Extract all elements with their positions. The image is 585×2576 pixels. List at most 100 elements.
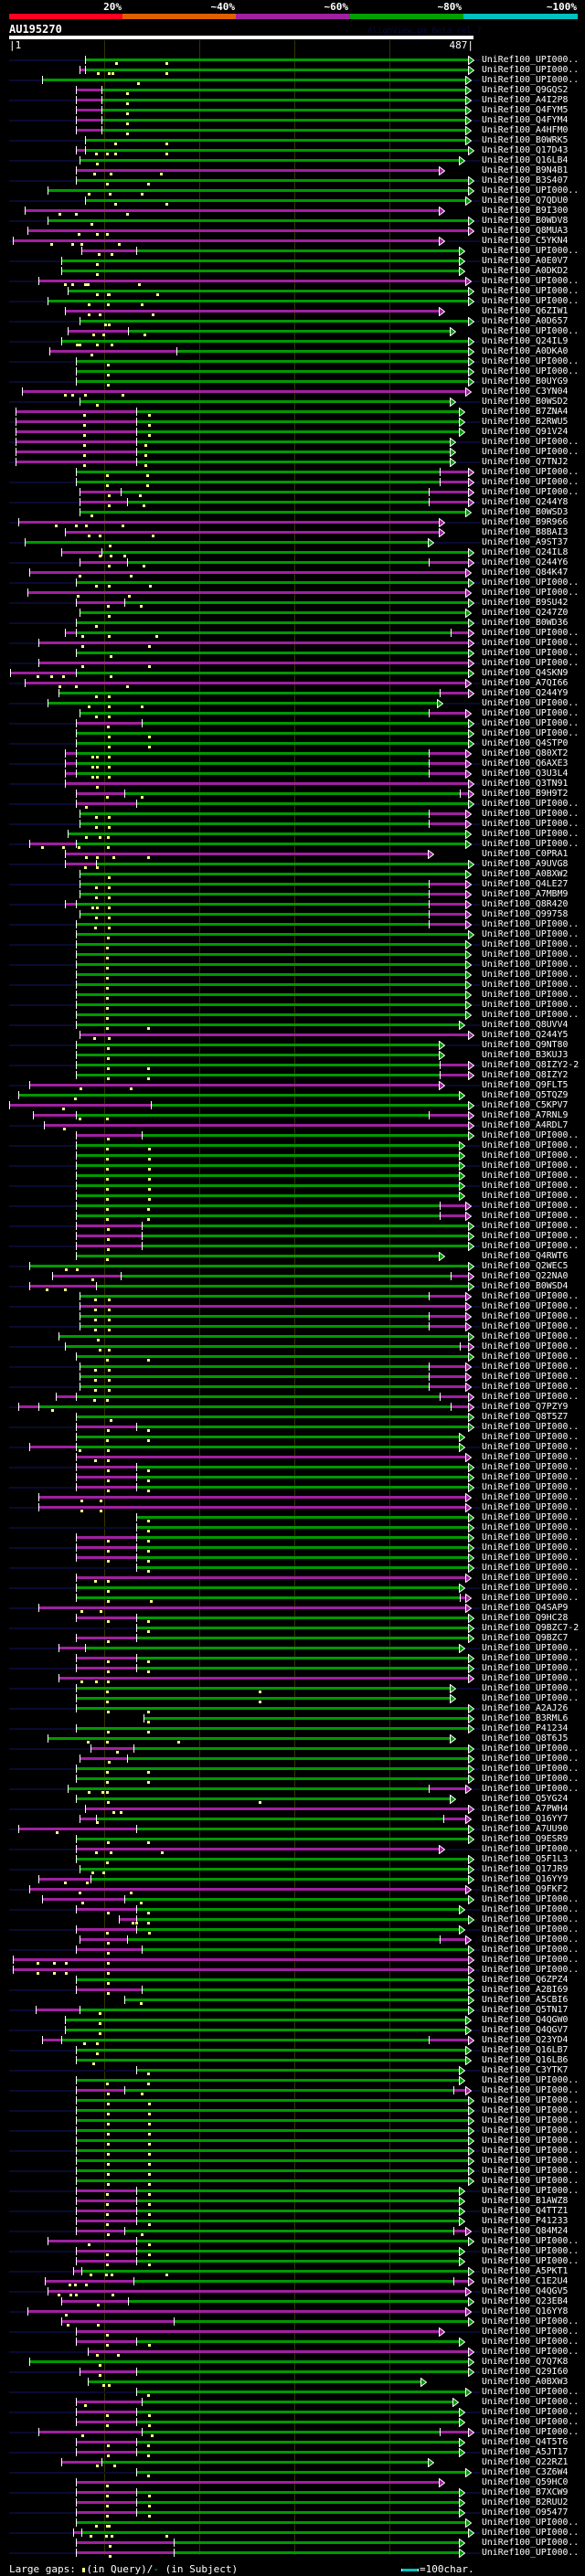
hit-label[interactable]: UniRef100_Q5YG24	[482, 1794, 569, 1804]
alignment-row[interactable]: UniRef100_Q84M24	[0, 2226, 585, 2236]
hit-label[interactable]: UniRef100_Q4SKN9	[482, 668, 569, 678]
hit-label[interactable]: UniRef100_Q6ZIW1	[482, 306, 569, 316]
hit-label[interactable]: UniRef100_B9H9T2	[482, 789, 569, 799]
alignment-row[interactable]: UniRef100_UPI000..	[0, 2528, 585, 2538]
hit-label[interactable]: UniRef100_UPI000..	[482, 2105, 580, 2115]
hit-label[interactable]: UniRef100_UPI000..	[482, 980, 580, 990]
hit-label[interactable]: UniRef100_UPI000..	[482, 1311, 580, 1321]
hit-label[interactable]: UniRef100_B0WRK5	[482, 135, 569, 145]
hit-label[interactable]: UniRef100_A7RNL9	[482, 1110, 569, 1120]
alignment-row[interactable]: UniRef100_C5YKN4	[0, 236, 585, 246]
alignment-row[interactable]: UniRef100_A2AJ26	[0, 1703, 585, 1713]
alignment-row[interactable]: UniRef100_A7UU90	[0, 1824, 585, 1834]
alignment-row[interactable]: UniRef100_C5KPV7	[0, 1100, 585, 1110]
hit-label[interactable]: UniRef100_A0E0V7	[482, 256, 569, 266]
hit-label[interactable]: UniRef100_Q2WEC5	[482, 1261, 569, 1271]
hit-label[interactable]: UniRef100_Q244Y5	[482, 1030, 569, 1040]
hit-label[interactable]: UniRef100_UPI000..	[482, 959, 580, 970]
alignment-row[interactable]: UniRef100_UPI000..	[0, 809, 585, 819]
alignment-row[interactable]: UniRef100_UPI000..	[0, 1352, 585, 1362]
alignment-row[interactable]: UniRef100_UPI000..	[0, 1201, 585, 1211]
hit-label[interactable]: UniRef100_UPI000..	[482, 1542, 580, 1553]
hit-label[interactable]: UniRef100_UPI000..	[482, 2236, 580, 2246]
alignment-row[interactable]: UniRef100_UPI000..	[0, 1462, 585, 1472]
alignment-row[interactable]: UniRef100_UPI000..	[0, 2337, 585, 2347]
hit-label[interactable]: UniRef100_Q8T5Z7	[482, 1412, 569, 1422]
hit-label[interactable]: UniRef100_B0WD36	[482, 618, 569, 628]
hit-label[interactable]: UniRef100_UPI000..	[482, 799, 580, 809]
alignment-row[interactable]: UniRef100_Q6AXE3	[0, 758, 585, 769]
alignment-row[interactable]: UniRef100_Q4FYM4	[0, 115, 585, 125]
hit-label[interactable]: UniRef100_UPI000..	[482, 1955, 580, 1965]
hit-label[interactable]: UniRef100_UPI000..	[482, 839, 580, 849]
hit-label[interactable]: UniRef100_Q99758	[482, 909, 569, 919]
alignment-row[interactable]: UniRef100_UPI000..	[0, 1532, 585, 1542]
alignment-row[interactable]: UniRef100_Q23EB4	[0, 2296, 585, 2306]
alignment-row[interactable]: UniRef100_Q7QDU0	[0, 196, 585, 206]
alignment-row[interactable]: UniRef100_UPI000..	[0, 1432, 585, 1442]
hit-label[interactable]: UniRef100_A5PKT1	[482, 2266, 569, 2276]
alignment-row[interactable]: UniRef100_UPI000..	[0, 75, 585, 85]
alignment-row[interactable]: UniRef100_UPI000..	[0, 2075, 585, 2085]
hit-label[interactable]: UniRef100_UPI000..	[482, 1573, 580, 1583]
hit-label[interactable]: UniRef100_UPI000..	[482, 1171, 580, 1181]
alignment-row[interactable]: UniRef100_Q7TNJ2	[0, 457, 585, 467]
hit-label[interactable]: UniRef100_UPI000..	[482, 1653, 580, 1663]
hit-label[interactable]: UniRef100_UPI000..	[482, 286, 580, 296]
hit-label[interactable]: UniRef100_UPI000..	[482, 1764, 580, 1774]
alignment-row[interactable]: UniRef100_Q23YD4	[0, 2035, 585, 2045]
alignment-row[interactable]: UniRef100_UPI000..	[0, 2407, 585, 2417]
alignment-row[interactable]: UniRef100_UPI000..	[0, 1010, 585, 1020]
hit-label[interactable]: UniRef100_UPI000..	[482, 1663, 580, 1673]
hit-label[interactable]: UniRef100_UPI000..	[482, 1774, 580, 1784]
alignment-row[interactable]: UniRef100_UPI000..	[0, 1924, 585, 1935]
alignment-row[interactable]: UniRef100_UPI000..	[0, 2538, 585, 2548]
hit-label[interactable]: UniRef100_UPI000..	[482, 326, 580, 336]
hit-label[interactable]: UniRef100_UPI000..	[482, 1914, 580, 1924]
alignment-row[interactable]: UniRef100_Q84K47	[0, 567, 585, 578]
alignment-row[interactable]: UniRef100_B9N4B1	[0, 165, 585, 175]
alignment-row[interactable]: UniRef100_B8BAI3	[0, 527, 585, 537]
alignment-row[interactable]: UniRef100_UPI000..	[0, 829, 585, 839]
alignment-row[interactable]: UniRef100_UPI000..	[0, 708, 585, 718]
hit-label[interactable]: UniRef100_UPI000..	[482, 939, 580, 949]
hit-label[interactable]: UniRef100_Q84K47	[482, 567, 569, 578]
hit-label[interactable]: UniRef100_A2AJ26	[482, 1703, 569, 1713]
alignment-row[interactable]: UniRef100_UPI000..	[0, 1211, 585, 1221]
hit-label[interactable]: UniRef100_Q22RZ1	[482, 2457, 569, 2467]
alignment-row[interactable]: UniRef100_C3YTK7	[0, 2065, 585, 2075]
alignment-row[interactable]: UniRef100_Q4QGV5	[0, 2286, 585, 2296]
hit-label[interactable]: UniRef100_UPI000..	[482, 588, 580, 598]
alignment-row[interactable]: UniRef100_UPI000..	[0, 2397, 585, 2407]
alignment-row[interactable]: UniRef100_UPI000..	[0, 1130, 585, 1140]
alignment-row[interactable]: UniRef100_UPI000..	[0, 1392, 585, 1402]
alignment-row[interactable]: UniRef100_Q80XT2	[0, 748, 585, 758]
hit-label[interactable]: UniRef100_UPI000..	[482, 1894, 580, 1904]
hit-label[interactable]: UniRef100_UPI000..	[482, 1181, 580, 1191]
alignment-row[interactable]: UniRef100_UPI000..	[0, 1955, 585, 1965]
alignment-row[interactable]: UniRef100_Q4STP0	[0, 738, 585, 748]
hit-label[interactable]: UniRef100_Q9BZC7	[482, 1633, 569, 1643]
hit-label[interactable]: UniRef100_UPI000..	[482, 1593, 580, 1603]
hit-label[interactable]: UniRef100_UPI000..	[482, 467, 580, 477]
hit-label[interactable]: UniRef100_A7UU90	[482, 1824, 569, 1834]
alignment-row[interactable]: UniRef100_UPI000..	[0, 1754, 585, 1764]
hit-label[interactable]: UniRef100_UPI000..	[482, 1392, 580, 1402]
hit-label[interactable]: UniRef100_UPI000..	[482, 1372, 580, 1382]
hit-label[interactable]: UniRef100_UPI000..	[482, 2337, 580, 2347]
alignment-row[interactable]: UniRef100_Q99758	[0, 909, 585, 919]
alignment-row[interactable]: UniRef100_UPI000..	[0, 366, 585, 376]
alignment-row[interactable]: UniRef100_UPI000..	[0, 1301, 585, 1311]
hit-label[interactable]: UniRef100_A0DKA0	[482, 346, 569, 356]
alignment-row[interactable]: UniRef100_Q59HC0	[0, 2477, 585, 2487]
hit-label[interactable]: UniRef100_Q16LB4	[482, 155, 569, 165]
hit-label[interactable]: UniRef100_UPI000..	[482, 2407, 580, 2417]
hit-label[interactable]: UniRef100_UPI000..	[482, 2075, 580, 2085]
alignment-row[interactable]: UniRef100_UPI000..	[0, 1492, 585, 1502]
alignment-row[interactable]: UniRef100_UPI000..	[0, 2518, 585, 2528]
hit-label[interactable]: UniRef100_B9N4B1	[482, 165, 569, 175]
hit-label[interactable]: UniRef100_UPI000..	[482, 1211, 580, 1221]
alignment-row[interactable]: UniRef100_B7XCW9	[0, 2487, 585, 2497]
alignment-row[interactable]: UniRef100_Q244Y8	[0, 497, 585, 507]
hit-label[interactable]: UniRef100_UPI000..	[482, 2085, 580, 2095]
